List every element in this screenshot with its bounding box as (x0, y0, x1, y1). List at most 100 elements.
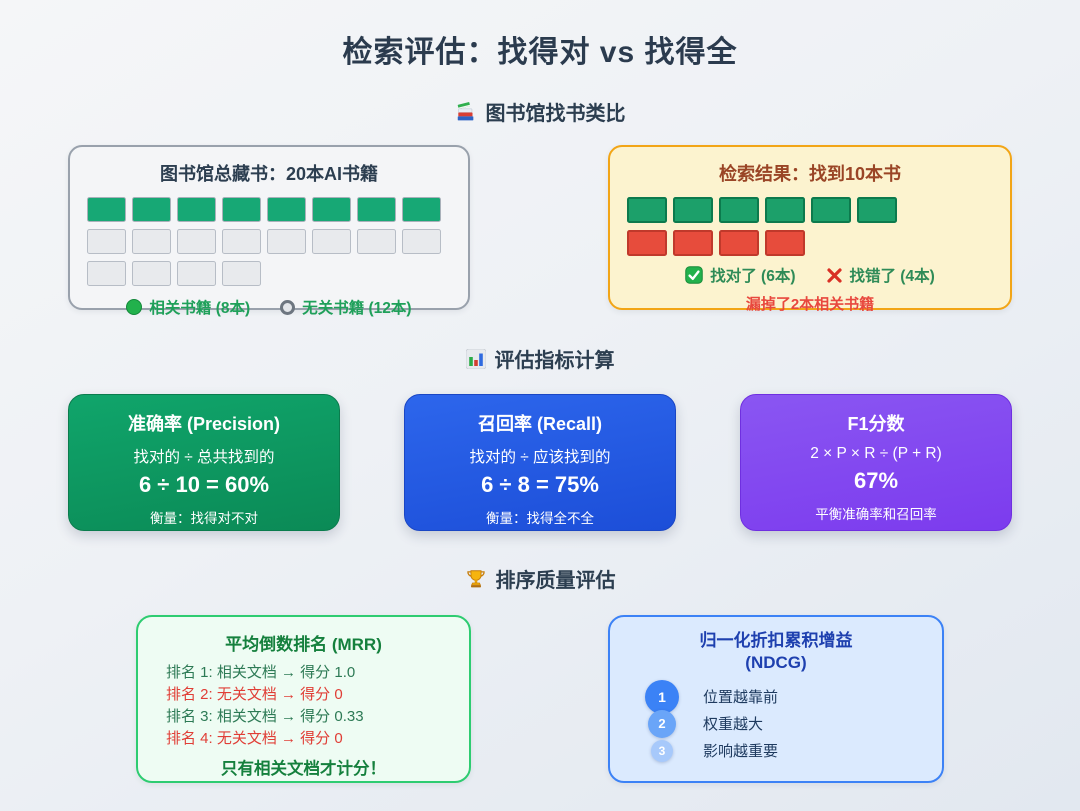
mrr-rank-row: 排名 4: 无关文档 → 得分 0 (166, 730, 343, 747)
precision-title: 准确率 (Precision) (127, 414, 281, 434)
book-cell-green (87, 197, 126, 222)
f1-formula: 2 × P × R ÷ (P + R) (810, 445, 942, 462)
ndcg-item: 1 位置越靠前 (642, 679, 942, 714)
books-icon (455, 101, 477, 123)
mrr-rank-row: 排名 1: 相关文档 → 得分 1.0 (166, 664, 356, 681)
book-cell-gray (87, 229, 126, 254)
book-cell-green (177, 197, 216, 222)
f1-card: F1分数 2 × P × R ÷ (P + R) 67% 平衡准确率和召回率 (740, 394, 1012, 531)
ndcg-item-list: 1 位置越靠前 2 权重越大 3 影响越重要 (610, 679, 942, 764)
legend-wrong-found: 找错了 (4本) (826, 264, 935, 286)
book-row (87, 229, 451, 254)
metrics-section-heading: 评估指标计算 (0, 344, 1080, 373)
book-cell-red (719, 230, 759, 256)
book-cell-red (765, 230, 805, 256)
green-dot-icon (126, 299, 143, 315)
ndcg-circle-column: 2 (642, 709, 682, 738)
library-section-heading: 图书馆找书类比 (0, 97, 1080, 126)
book-cell-green (811, 197, 851, 223)
book-cell-gray (177, 229, 216, 254)
legend-wrong-label: 找错了 (4本) (849, 268, 935, 285)
mrr-title: 平均倒数排名 (MRR) (225, 635, 382, 654)
legend-correct-label: 找对了 (6本) (710, 268, 796, 285)
bar-chart-icon (465, 348, 486, 369)
book-cell-green (765, 197, 805, 223)
book-cell-gray (312, 229, 351, 254)
metric-cards-row: 准确率 (Precision) 找对的 ÷ 总共找到的 6 ÷ 10 = 60%… (0, 394, 1080, 531)
legend-relevant-books: 相关书籍 (8本) (126, 296, 250, 318)
library-section-heading-label: 图书馆找书类比 (485, 103, 626, 125)
ndcg-item-label: 位置越靠前 (703, 689, 779, 706)
library-analogy-row: 图书馆总藏书：20本AI书籍 相关书籍 (8本) 无关书籍 (12本) 检索结果… (0, 145, 1080, 317)
book-cell-gray (87, 261, 126, 286)
precision-formula: 找对的 ÷ 总共找到的 (133, 449, 275, 466)
library-collection-box: 图书馆总藏书：20本AI书籍 相关书籍 (8本) 无关书籍 (12本) (68, 145, 470, 317)
result-legend: 找对了 (6本) 找错了 (4本) (610, 264, 1010, 286)
book-cell-green (402, 197, 441, 222)
recall-formula: 找对的 ÷ 应该找到的 (469, 449, 611, 466)
book-cell-gray (132, 261, 171, 286)
book-row (627, 197, 993, 223)
missed-books-note: 漏掉了2本相关书籍 (745, 296, 875, 313)
legend-irrelevant-books: 无关书籍 (12本) (280, 296, 412, 318)
book-cell-green (627, 197, 667, 223)
book-cell-green (312, 197, 351, 222)
book-row (87, 261, 451, 286)
book-cell-green (132, 197, 171, 222)
ndcg-circle-column: 3 (642, 739, 682, 762)
recall-calculation: 6 ÷ 8 = 75% (481, 472, 599, 497)
book-cell-gray (222, 229, 261, 254)
precision-card: 准确率 (Precision) 找对的 ÷ 总共找到的 6 ÷ 10 = 60%… (68, 394, 340, 531)
ndcg-rank-circle: 1 (645, 679, 679, 714)
book-cell-green (267, 197, 306, 222)
book-cell-green (719, 197, 759, 223)
trophy-icon (465, 568, 487, 590)
book-cell-gray (357, 229, 396, 254)
book-cell-gray (222, 261, 261, 286)
book-cell-red (627, 230, 667, 256)
result-book-grid (610, 197, 1010, 256)
ndcg-title-line1: 归一化折扣累积增益 (699, 631, 853, 650)
ndcg-rank-circle: 2 (648, 709, 676, 738)
ndcg-title-line2: (NDCG) (745, 653, 807, 672)
recall-card: 召回率 (Recall) 找对的 ÷ 应该找到的 6 ÷ 8 = 75% 衡量：… (404, 394, 676, 531)
collection-box-title: 图书馆总藏书：20本AI书籍 (159, 164, 379, 184)
book-cell-gray (177, 261, 216, 286)
legend-relevant-label: 相关书籍 (8本) (149, 300, 251, 317)
mrr-footer-note: 只有相关文档才计分！ (221, 760, 386, 778)
recall-note: 衡量：找得全不全 (486, 511, 594, 526)
ndcg-box: 归一化折扣累积增益 (NDCG) 1 位置越靠前 2 权重越大 3 影响越重要 (608, 615, 944, 783)
precision-calculation: 6 ÷ 10 = 60% (138, 472, 270, 497)
ndcg-rank-circle: 3 (651, 739, 673, 762)
recall-title: 召回率 (Recall) (477, 414, 603, 434)
collection-legend: 相关书籍 (8本) 无关书籍 (12本) (70, 296, 468, 318)
ndcg-item: 3 影响越重要 (642, 737, 942, 764)
book-cell-green (857, 197, 897, 223)
book-cell-gray (267, 229, 306, 254)
legend-correct-found: 找对了 (6本) (685, 264, 796, 286)
book-cell-gray (402, 229, 441, 254)
book-row (627, 230, 993, 256)
ranking-section-heading-label: 排序质量评估 (495, 570, 616, 592)
f1-title: F1分数 (847, 414, 905, 434)
book-cell-gray (132, 229, 171, 254)
ndcg-item-label: 权重越大 (703, 716, 764, 733)
page-title: 检索评估：找得对 vs 找得全 (342, 36, 738, 69)
book-row (87, 197, 451, 222)
ndcg-circle-column: 1 (642, 679, 682, 714)
check-icon (685, 266, 703, 284)
metrics-section-heading-label: 评估指标计算 (494, 350, 615, 372)
cross-icon (826, 267, 843, 284)
collection-book-grid (70, 197, 468, 286)
ranking-section-heading: 排序质量评估 (0, 564, 1080, 593)
ndcg-item-label: 影响越重要 (703, 743, 779, 760)
precision-note: 衡量：找得对不对 (150, 511, 258, 526)
legend-irrelevant-label: 无关书籍 (12本) (302, 300, 412, 317)
search-result-box: 检索结果：找到10本书 找对了 (6本) (608, 145, 1012, 313)
result-box-title: 检索结果：找到10本书 (718, 164, 902, 184)
mrr-rank-row: 排名 3: 相关文档 → 得分 0.33 (166, 708, 364, 725)
book-cell-red (673, 230, 713, 256)
book-cell-green (222, 197, 261, 222)
